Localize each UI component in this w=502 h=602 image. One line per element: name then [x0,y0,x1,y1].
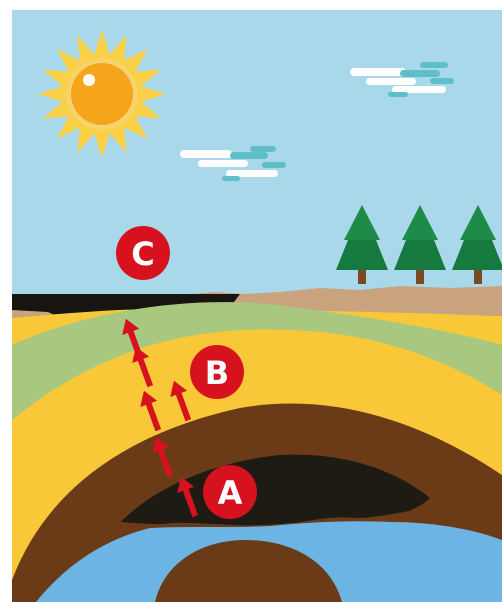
migration-arrows [122,318,199,518]
arrow-icon [177,476,199,518]
label-c-marker: C [116,226,170,280]
arrow-icon [170,380,192,422]
label-a-marker: A [203,465,257,519]
trapped-oil [118,454,430,527]
cloud-icon [350,62,454,97]
label-c: C [131,235,154,273]
tree-icon [452,205,502,284]
sun-icon [38,30,166,158]
cloud-icon [180,146,286,181]
label-b: B [205,354,229,392]
bottom-dome [155,540,342,602]
arrow-icon [152,436,174,478]
arrow-icon [122,318,142,356]
label-b-marker: B [190,345,244,399]
arrow-icon [140,390,162,432]
tree-icon [336,205,388,284]
label-a: A [218,474,243,512]
tree-icon [394,205,446,284]
